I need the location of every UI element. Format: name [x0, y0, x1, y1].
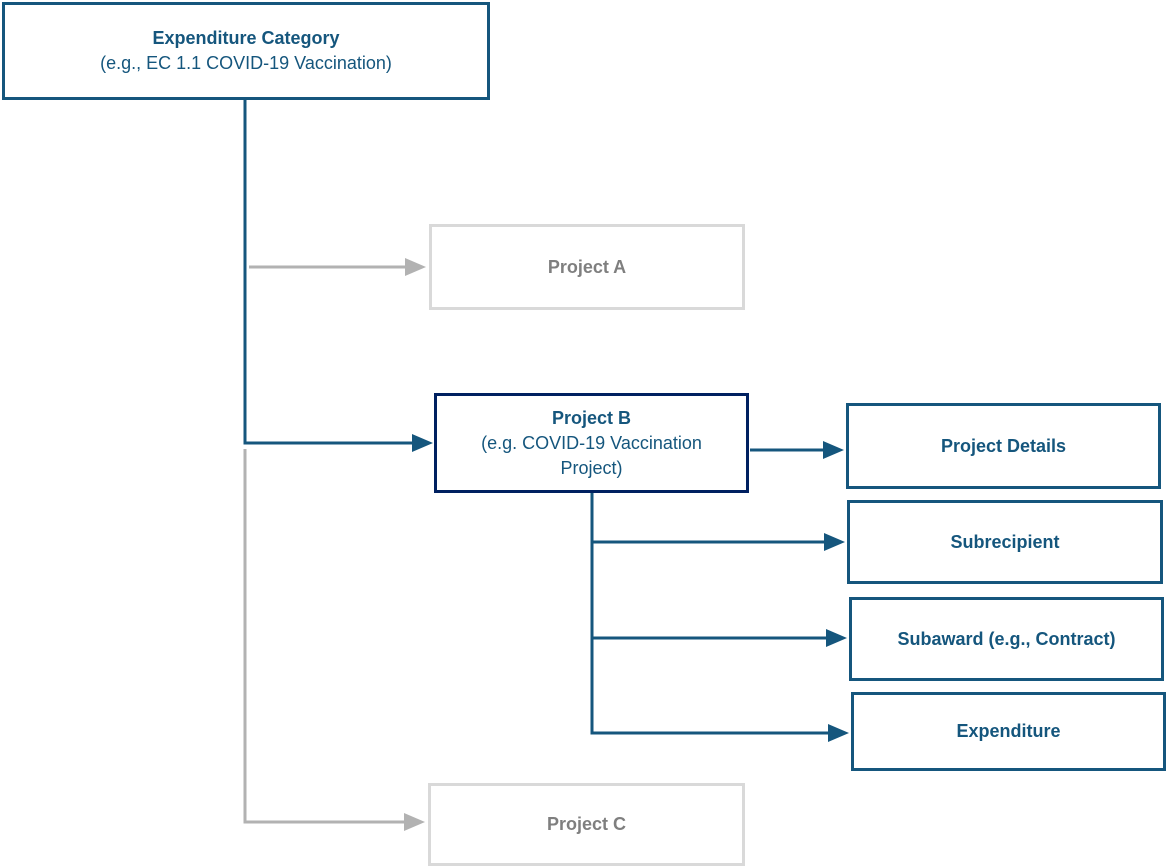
node-title: Subaward (e.g., Contract) [897, 628, 1116, 649]
node-subtitle: (e.g. COVID-19 Vaccination Project) [481, 432, 702, 478]
node-project-b: Project B (e.g. COVID-19 Vaccination Pro… [434, 393, 749, 493]
node-expenditure-category: Expenditure Category (e.g., EC 1.1 COVID… [2, 2, 490, 100]
node-expenditure: Expenditure [851, 692, 1166, 771]
node-subrecipient: Subrecipient [847, 500, 1163, 584]
node-subaward: Subaward (e.g., Contract) [849, 597, 1164, 681]
node-title: Subrecipient [950, 531, 1060, 552]
node-title: Project Details [940, 435, 1067, 456]
node-title: Expenditure [956, 721, 1061, 741]
node-project-details: Project Details [846, 403, 1161, 489]
node-project-a: Project A [429, 224, 745, 310]
connector-project-b-to-expenditure [590, 492, 849, 742]
node-project-c: Project C [428, 783, 745, 866]
connector-category-to-project-b [243, 100, 433, 452]
node-title: Project B [551, 407, 632, 428]
node-subtitle: (e.g., EC 1.1 COVID-19 Vaccination) [100, 53, 392, 73]
connector-category-to-project-c [243, 449, 425, 831]
node-title: Project C [546, 814, 627, 834]
node-title: Project A [547, 256, 627, 277]
node-title: Expenditure Category [152, 28, 340, 48]
